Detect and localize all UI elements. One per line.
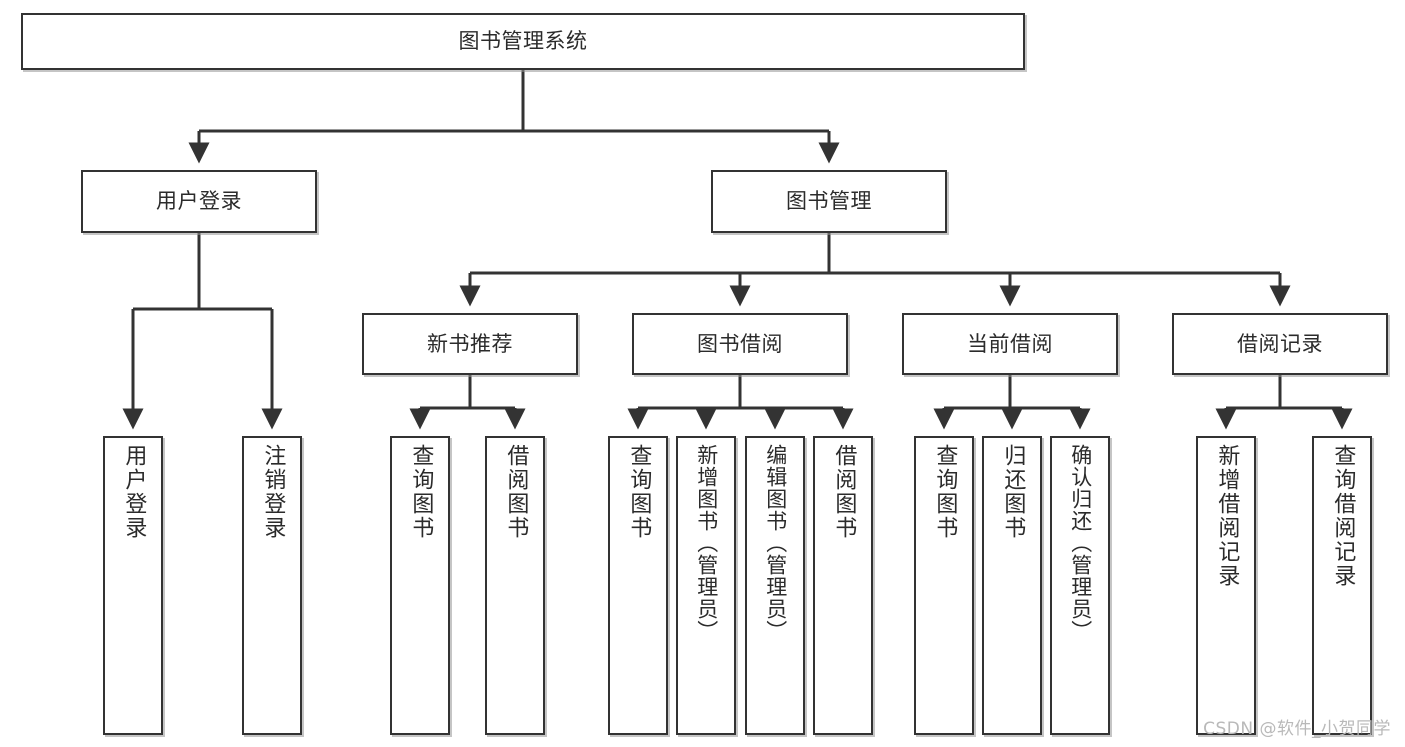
node-book-borrow-label: 图书借阅 bbox=[697, 331, 783, 356]
leaf-query-book-1[interactable]: 查询图书 bbox=[390, 436, 450, 735]
leaf-add-borrow-record[interactable]: 新增借阅记录 bbox=[1196, 436, 1256, 735]
node-new-book-recommend[interactable]: 新书推荐 bbox=[362, 313, 578, 375]
edge-group-newbook bbox=[409, 375, 526, 430]
edge-group-borrow bbox=[627, 375, 854, 430]
leaf-query-book-3[interactable]: 查询图书 bbox=[914, 436, 974, 735]
edge-group-login bbox=[122, 233, 283, 430]
csdn-watermark: CSDN @软件_小贺同学 bbox=[1203, 719, 1391, 739]
leaf-query-borrow-record-label: 查询借阅记录 bbox=[1330, 444, 1356, 588]
leaf-add-book[interactable]: 新增图书（管理员） bbox=[676, 436, 736, 735]
leaf-borrow-book-2-label: 借阅图书 bbox=[831, 444, 857, 540]
node-user-login[interactable]: 用户登录 bbox=[81, 170, 317, 233]
leaf-query-book-1-label: 查询图书 bbox=[408, 444, 434, 540]
leaf-user-login-label: 用户登录 bbox=[121, 444, 147, 540]
leaf-user-login[interactable]: 用户登录 bbox=[103, 436, 163, 735]
leaf-query-borrow-record[interactable]: 查询借阅记录 bbox=[1312, 436, 1372, 735]
node-book-management[interactable]: 图书管理 bbox=[711, 170, 947, 233]
leaf-borrow-book-1-label: 借阅图书 bbox=[503, 444, 529, 540]
leaf-edit-book-label: 编辑图书（管理员） bbox=[763, 444, 788, 642]
leaf-user-logout-label: 注销登录 bbox=[260, 444, 286, 540]
edge-group-bookmgmt bbox=[459, 233, 1291, 307]
leaf-return-book[interactable]: 归还图书 bbox=[982, 436, 1042, 735]
leaf-edit-book[interactable]: 编辑图书（管理员） bbox=[745, 436, 805, 735]
node-current-borrow-label: 当前借阅 bbox=[967, 331, 1053, 356]
node-book-borrow[interactable]: 图书借阅 bbox=[632, 313, 848, 375]
node-user-login-label: 用户登录 bbox=[156, 189, 242, 213]
leaf-add-borrow-record-label: 新增借阅记录 bbox=[1214, 444, 1240, 588]
leaf-confirm-return-label: 确认归还（管理员） bbox=[1068, 444, 1093, 642]
node-root-label: 图书管理系统 bbox=[458, 29, 588, 53]
node-book-management-label: 图书管理 bbox=[786, 189, 872, 213]
edge-group-root bbox=[188, 70, 840, 164]
node-borrow-record[interactable]: 借阅记录 bbox=[1172, 313, 1388, 375]
leaf-confirm-return[interactable]: 确认归还（管理员） bbox=[1050, 436, 1110, 735]
leaf-add-book-label: 新增图书（管理员） bbox=[694, 444, 719, 642]
leaf-user-logout[interactable]: 注销登录 bbox=[242, 436, 302, 735]
leaf-query-book-2[interactable]: 查询图书 bbox=[608, 436, 668, 735]
leaf-borrow-book-2[interactable]: 借阅图书 bbox=[813, 436, 873, 735]
leaf-query-book-2-label: 查询图书 bbox=[626, 444, 652, 540]
node-root[interactable]: 图书管理系统 bbox=[21, 13, 1025, 70]
edge-group-record bbox=[1215, 375, 1353, 430]
node-new-book-recommend-label: 新书推荐 bbox=[427, 331, 513, 356]
leaf-borrow-book-1[interactable]: 借阅图书 bbox=[485, 436, 545, 735]
leaf-query-book-3-label: 查询图书 bbox=[932, 444, 958, 540]
leaf-return-book-label: 归还图书 bbox=[1000, 444, 1026, 540]
node-current-borrow[interactable]: 当前借阅 bbox=[902, 313, 1118, 375]
node-borrow-record-label: 借阅记录 bbox=[1237, 331, 1323, 356]
edge-group-current bbox=[933, 375, 1091, 430]
